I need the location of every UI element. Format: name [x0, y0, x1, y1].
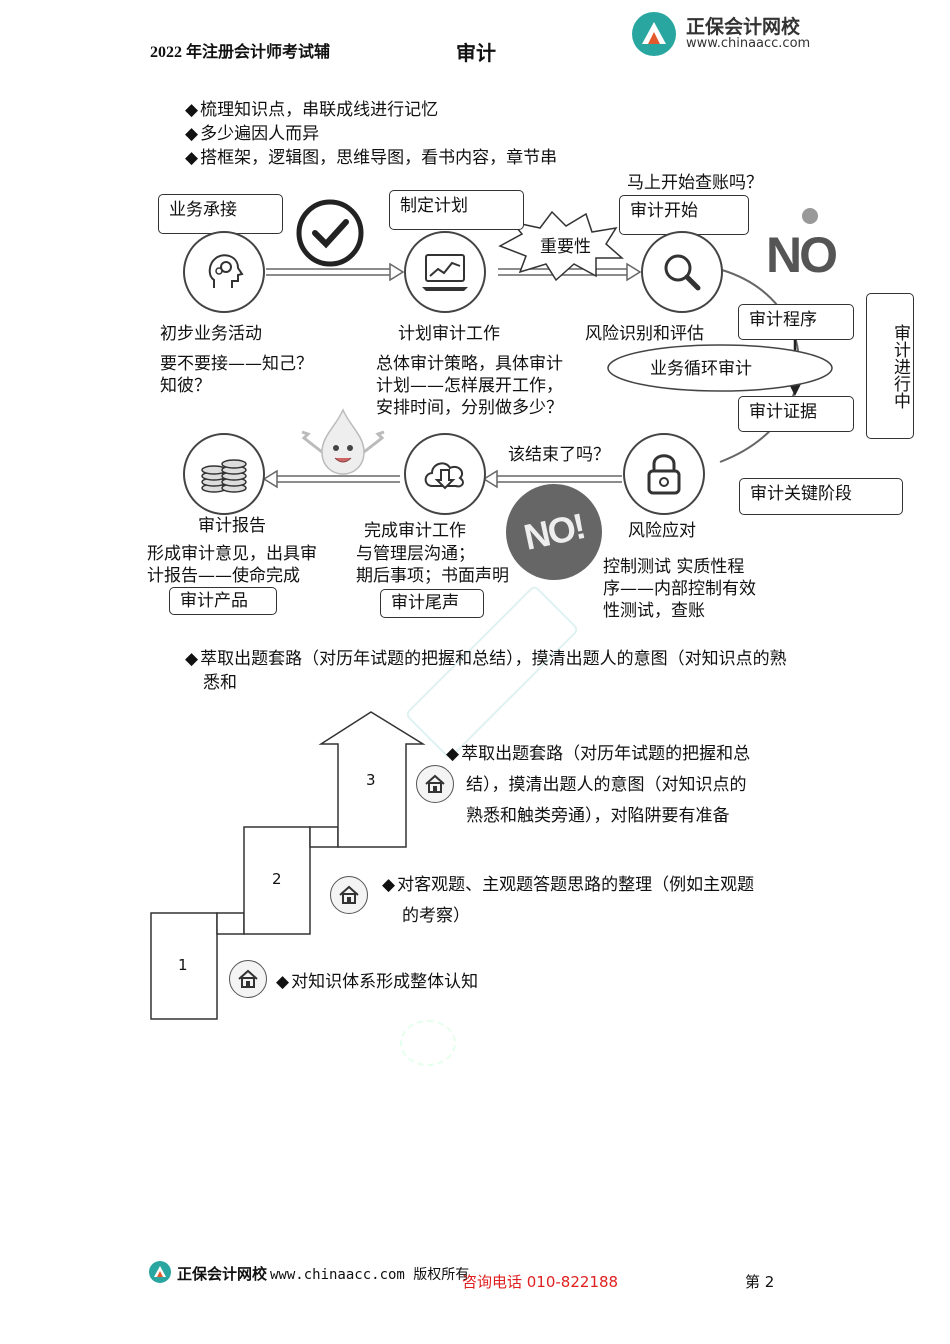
checkmark-icon — [296, 199, 364, 267]
bullet-item-cut: 悉和 — [203, 673, 237, 692]
droplet-mascot-icon — [301, 408, 385, 475]
staircase-item-3: 结），摸清出题人的意图（对知识点的 — [466, 775, 747, 795]
stage-desc-planning: 总体审计策略，具体审计 — [376, 354, 563, 374]
footer-logo-name: 正保会计网校 — [177, 1265, 268, 1283]
stage-title-completion: 完成审计工作 — [364, 521, 466, 541]
label-materiality: 重要性 — [540, 237, 591, 257]
box-audit-procedures: 审计程序 — [738, 304, 854, 340]
stage-desc-initial: 要不要接——知己？ — [160, 354, 313, 374]
box-make-plan: 制定计划 — [389, 190, 524, 230]
step-number-3: 3 — [366, 771, 376, 789]
padlock-icon — [623, 433, 705, 515]
bullet-item: 多少遍因人而异 — [185, 123, 319, 145]
coins-stack-icon — [183, 433, 265, 515]
label-cycle-audit: 业务循环审计 — [650, 359, 752, 379]
stage-title-report: 审计报告 — [198, 516, 266, 536]
box-audit-end: 审计尾声 — [380, 589, 484, 618]
footer-url: www.chinaacc.com 版权所有 — [270, 1267, 470, 1283]
chart-monitor-icon — [404, 231, 486, 313]
staircase-item-1: 对知识体系形成整体认知 — [276, 971, 478, 993]
step-number-1: 1 — [178, 956, 188, 974]
staircase-item-3: 熟悉和触类旁通），对陷阱要有准备 — [466, 806, 730, 826]
stage-desc-completion: 期后事项；书面声明 — [356, 566, 509, 586]
stage-desc-report: 计报告——使命完成 — [147, 566, 300, 586]
stage-desc-initial: 知彼？ — [160, 376, 211, 396]
staircase-item-3: 萃取出题套路（对历年试题的把握和总 — [446, 743, 750, 765]
header-logo-url: www.chinaacc.com — [686, 36, 811, 51]
box-key-stage: 审计关键阶段 — [739, 478, 903, 515]
stage-desc-response: 性测试，查账 — [603, 601, 705, 621]
stage-desc-report: 形成审计意见，出具审 — [147, 544, 317, 564]
flow-arrows — [262, 210, 833, 489]
header-logo-name: 正保会计网校 — [686, 16, 801, 38]
stage-desc-response: 控制测试 实质性程 — [603, 557, 745, 577]
watermark-circle — [400, 1020, 456, 1066]
header-logo: 正保会计网校 www.chinaacc.com — [630, 8, 820, 58]
staircase-graphic — [150, 711, 426, 1020]
bullet-item-cut: 搭框架，逻辑图，思维导图，看书内容，章节串 — [185, 147, 565, 167]
head-gear-icon — [183, 231, 265, 313]
box-audit-start: 审计开始 — [619, 195, 749, 235]
footer-logo-icon — [149, 1261, 171, 1283]
stage-title-planning: 计划审计工作 — [398, 324, 500, 344]
home-icon — [229, 960, 267, 998]
header-subject: 审计 — [456, 43, 496, 65]
question-end: 该结束了吗？ — [508, 445, 610, 465]
step-number-2: 2 — [272, 870, 282, 888]
stage-desc-response: 序——内部控制有效 — [603, 579, 756, 599]
box-business-accept: 业务承接 — [158, 194, 283, 234]
cloud-download-icon — [404, 433, 486, 515]
stage-desc-planning: 安排时间，分别做多少？ — [376, 398, 563, 418]
stage-title-initial: 初步业务活动 — [160, 324, 262, 344]
stage-desc-planning: 计划——怎样展开工作， — [376, 376, 563, 396]
box-audit-evidence: 审计证据 — [738, 396, 854, 432]
staircase-item-2: 对客观题、主观题答题思路的整理（例如主观题 — [382, 874, 754, 896]
magnifier-icon — [641, 231, 723, 313]
stage-title-risk-assess: 风险识别和评估 — [585, 324, 704, 344]
home-icon — [416, 765, 454, 803]
staircase-item-2: 的考察） — [402, 906, 470, 926]
stage-title-response: 风险应对 — [628, 521, 696, 541]
box-audit-product: 审计产品 — [169, 587, 277, 615]
home-icon — [330, 876, 368, 914]
footer-phone: 咨询电话 010-822188 — [462, 1273, 619, 1291]
bullet-item: 梳理知识点，串联成线进行记忆 — [185, 99, 438, 121]
chinaacc-logo-icon — [632, 12, 676, 56]
header-left-text: 2022 年注册会计师考试辅 — [150, 44, 331, 61]
question-start: 马上开始查账吗？ — [627, 173, 763, 193]
bullet-item: 萃取出题套路（对历年试题的把握和总结），摸清出题人的意图（对知识点的熟 — [185, 648, 787, 670]
box-in-progress: 审计进行中 — [866, 293, 914, 439]
no-figure: NO — [766, 208, 856, 283]
stage-desc-completion: 与管理层沟通； — [356, 544, 475, 564]
footer-page: 第 2 — [745, 1273, 775, 1291]
